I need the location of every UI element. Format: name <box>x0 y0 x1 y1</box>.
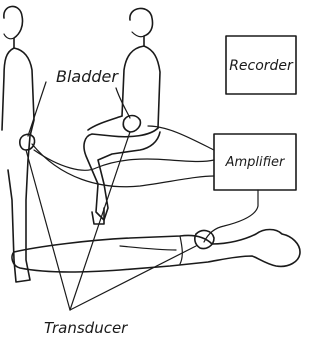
lying-figure <box>12 230 300 273</box>
transducer-pointers <box>26 132 196 310</box>
bladder-label: Bladder <box>56 67 119 86</box>
cables <box>32 126 258 242</box>
seated-figure <box>84 8 160 224</box>
transducer-label: Transducer <box>44 319 128 337</box>
amplifier-label: Amplifier <box>225 155 286 170</box>
standing-figure <box>2 6 34 282</box>
recorder-label: Recorder <box>229 58 294 74</box>
bladder-pointers <box>28 82 130 136</box>
